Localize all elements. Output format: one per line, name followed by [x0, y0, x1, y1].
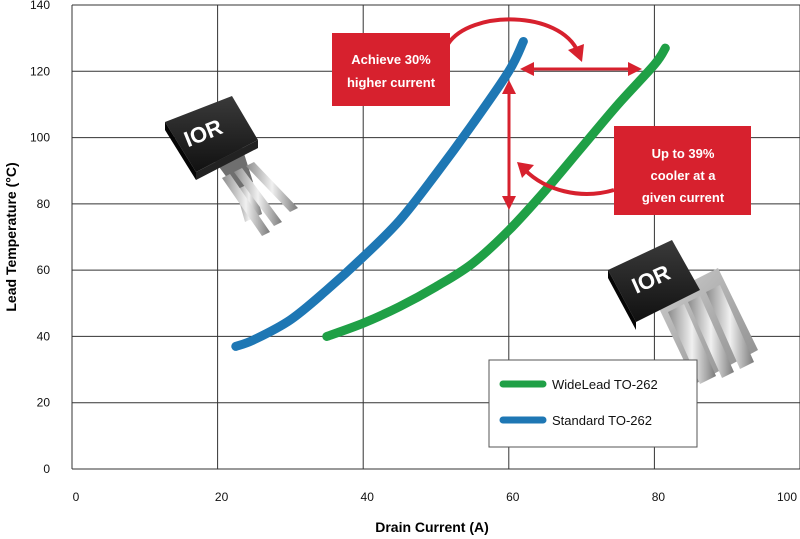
curved-arrow-right — [523, 168, 615, 196]
series-layer — [231, 36, 670, 351]
x-tick-label-1: 20 — [215, 490, 229, 504]
y-tick-label-6: 120 — [30, 64, 50, 78]
x-axis-ticks: 0 20 40 60 80 100 — [73, 490, 798, 504]
curved-arrow-right-head — [517, 162, 534, 178]
dimension-arrows — [446, 17, 642, 210]
y-tick-label-0: 0 — [43, 462, 50, 476]
callout-higher-current-line-2: higher current — [347, 75, 436, 90]
y-tick-label-3: 60 — [37, 263, 51, 277]
x-tick-label-3: 60 — [506, 490, 520, 504]
callout-cooler: Up to 39% cooler at a given current — [614, 126, 751, 215]
widelead-to262-package-image: IOR — [608, 240, 758, 384]
legend-label-widelead: WideLead TO-262 — [552, 377, 658, 392]
y-tick-label-4: 80 — [37, 197, 51, 211]
series-line-1 — [231, 36, 528, 351]
curved-arrow-top — [446, 17, 580, 53]
callout-cooler-line-2: cooler at a — [650, 168, 716, 183]
y-tick-label-1: 20 — [37, 396, 51, 410]
callout-cooler-line-3: given current — [642, 190, 725, 205]
y-axis-ticks: 0 20 40 60 80 100 120 140 — [30, 0, 50, 476]
horizontal-arrow-left-head — [520, 62, 534, 76]
standard-to262-package-image: IOR — [165, 96, 298, 236]
x-tick-label-0: 0 — [73, 490, 80, 504]
callout-cooler-line-1: Up to 39% — [652, 146, 715, 161]
callout-higher-current: Achieve 30% higher current — [332, 33, 450, 106]
x-tick-label-4: 80 — [652, 490, 666, 504]
vertical-arrow-top-head — [502, 80, 516, 94]
callout-higher-current-line-1: Achieve 30% — [351, 52, 431, 67]
series-line-0 — [322, 43, 670, 341]
legend-box — [488, 359, 698, 448]
y-axis-title: Lead Temperature (°C) — [3, 162, 19, 311]
x-axis-title: Drain Current (A) — [375, 519, 489, 535]
y-tick-label-5: 100 — [30, 131, 50, 145]
horizontal-arrow-right-head — [628, 62, 642, 76]
vertical-arrow-bottom-head — [502, 196, 516, 210]
legend-label-standard: Standard TO-262 — [552, 413, 652, 428]
x-tick-label-2: 40 — [361, 490, 375, 504]
x-tick-label-5: 100 — [777, 490, 797, 504]
curved-arrow-top-head — [568, 44, 584, 62]
y-tick-label-2: 40 — [37, 329, 51, 343]
legend: WideLead TO-262 Standard TO-262 — [488, 359, 698, 448]
y-tick-label-7: 140 — [30, 0, 50, 12]
